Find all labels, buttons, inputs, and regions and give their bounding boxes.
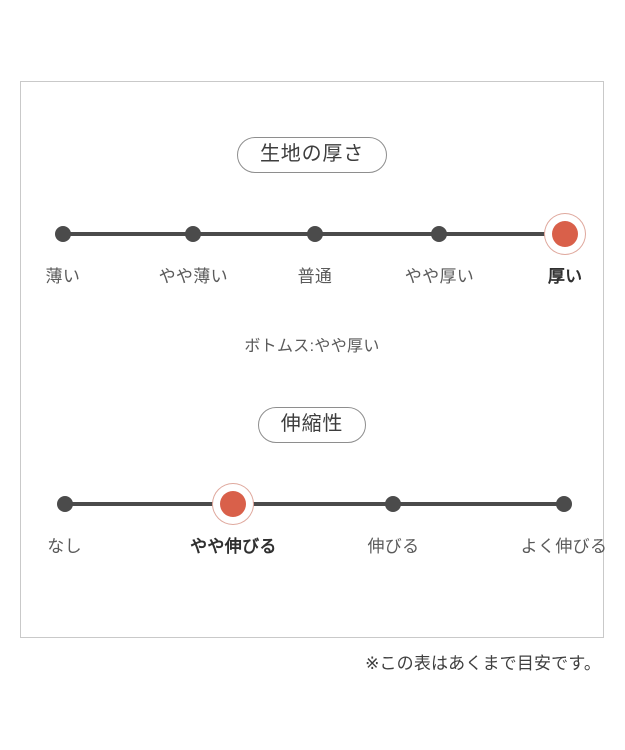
- scale-label-yaya-usui: やや薄い: [158, 267, 228, 286]
- scale-labels-stretchiness: なし やや伸びる 伸びる よく伸びる: [21, 537, 607, 564]
- scale-labels-fabric-thickness: 薄い やや薄い 普通 やや厚い 厚い: [21, 268, 603, 294]
- section-heading-fabric-thickness: 生地の厚さ: [21, 137, 603, 173]
- scale-node-yaya-nobiru-selected[interactable]: [220, 491, 247, 517]
- scale-stretchiness: [21, 481, 603, 527]
- scale-node-nashi[interactable]: [56, 496, 73, 512]
- scale-node-usui[interactable]: [54, 226, 71, 242]
- scale-node-yaya-atsui[interactable]: [431, 226, 448, 242]
- scale-node-yoku-nobiru[interactable]: [556, 496, 572, 512]
- section-heading-stretchiness: 伸縮性: [21, 407, 603, 443]
- spec-chart-panel: 生地の厚さ 薄い やや薄い 普通 やや厚い 厚い ボトムス:やや厚い 伸縮性 な…: [20, 81, 607, 638]
- scale-label-atsui: 厚い: [547, 267, 583, 286]
- footnote-disclaimer: ※この表はあくまで目安です。: [365, 654, 601, 673]
- section-heading-pill-label: 生地の厚さ: [237, 137, 387, 173]
- scale-track-2: [64, 502, 565, 506]
- scale-label-usui: 薄い: [45, 267, 81, 286]
- scale-label-yoku-nobiru: よく伸びる: [520, 537, 608, 556]
- scale-node-futsuu[interactable]: [306, 226, 323, 242]
- subcaption-bottoms: ボトムス:やや厚い: [244, 338, 380, 355]
- scale-label-nashi: なし: [47, 537, 82, 556]
- section-heading-pill-label-2: 伸縮性: [257, 407, 367, 443]
- scale-fabric-thickness: [21, 211, 603, 257]
- scale-label-futsuu: 普通: [297, 267, 333, 286]
- scale-node-atsui-selected[interactable]: [552, 221, 579, 247]
- scale-label-yaya-atsui: やや厚い: [404, 267, 475, 286]
- scale-node-nobiru[interactable]: [385, 496, 402, 512]
- scale-label-yaya-nobiru: やや伸びる: [190, 537, 277, 556]
- scale-node-yaya-usui[interactable]: [185, 226, 202, 242]
- scale-label-nobiru: 伸びる: [367, 537, 420, 556]
